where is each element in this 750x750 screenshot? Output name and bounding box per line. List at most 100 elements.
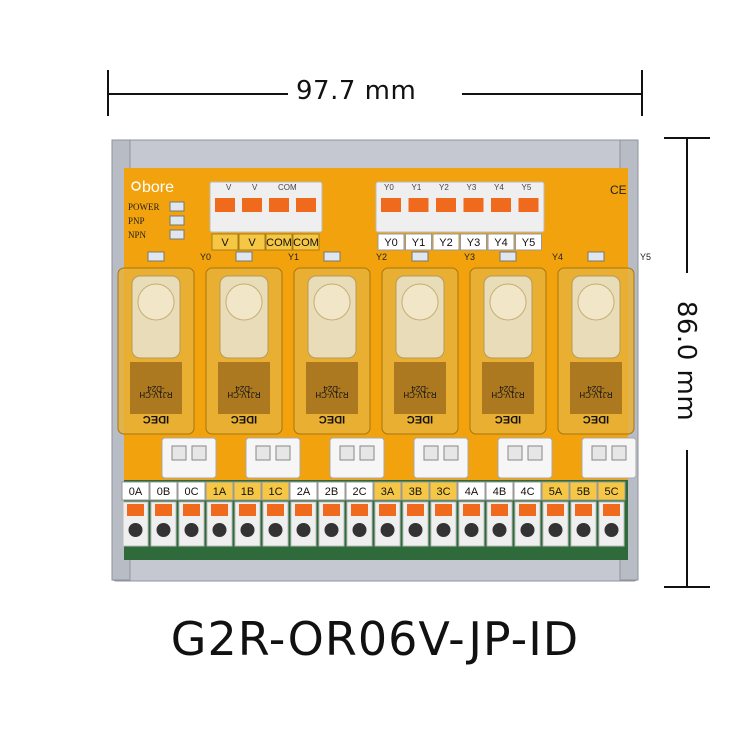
- bottom-terminal-lever: [435, 504, 452, 516]
- relay-led-icon: [411, 251, 429, 262]
- power-terminal-label: V: [248, 237, 256, 249]
- bottom-terminal-hole-icon: [324, 523, 339, 537]
- power-terminal-block: [209, 181, 323, 233]
- bottom-terminal-label-box: [289, 481, 318, 501]
- output-terminal-label: Y2: [439, 237, 452, 249]
- output-terminal-lever: [436, 198, 456, 212]
- width-dimension-right-tick: [641, 70, 643, 116]
- bottom-terminal-label: 1C: [268, 486, 282, 498]
- power-header-label: V: [252, 183, 258, 192]
- brand-text: bore: [142, 179, 174, 196]
- output-terminal-block: [375, 181, 545, 233]
- relay-channel-mark: Y5: [640, 252, 651, 262]
- bottom-terminal-label-box: [457, 481, 486, 501]
- relay-led-icon: [147, 251, 165, 262]
- relay-channel-mark: Y1: [288, 252, 299, 262]
- bottom-terminal-lever: [183, 504, 200, 516]
- bottom-terminal-label: 3C: [436, 486, 450, 498]
- relay-model-label: RJ1V-CH: [403, 390, 437, 399]
- relay-coil-label: -D24: [235, 384, 253, 393]
- output-terminal-label: Y0: [384, 237, 397, 249]
- connector-pin-icon: [527, 445, 543, 461]
- relay-model-label: RJ1V-CH: [139, 390, 173, 399]
- relay-model-label: RJ1V-CH: [579, 390, 613, 399]
- bottom-terminal-lever: [519, 504, 536, 516]
- connector-pin-icon: [191, 445, 207, 461]
- relay-led-icon: [499, 251, 517, 262]
- bottom-terminal-hole-icon: [408, 523, 423, 537]
- power-terminal-label-box: [238, 233, 266, 251]
- width-dimension-left-tick: [107, 70, 109, 116]
- relay-model-label: RJ1V-CH: [315, 390, 349, 399]
- connector-housing: [497, 437, 553, 479]
- power-terminal-label-box: [211, 233, 239, 251]
- bottom-terminal-lever: [603, 504, 620, 516]
- bottom-terminal-label-box: [317, 481, 346, 501]
- relay-brand-label: IDEC: [143, 413, 169, 425]
- bottom-terminal-hole-icon: [380, 523, 395, 537]
- height-dimension-top-tick: [664, 137, 710, 139]
- connector-housing: [161, 437, 217, 479]
- relay-coil-window: [394, 362, 446, 414]
- relay-channel-mark: Y4: [552, 252, 563, 262]
- relay-contact-icon: [313, 283, 351, 321]
- output-terminal-label-box: [487, 233, 515, 251]
- bottom-terminal-hole-icon: [520, 523, 535, 537]
- bottom-terminal-hole-icon: [296, 523, 311, 537]
- bottom-terminal-lever: [155, 504, 172, 516]
- bottom-terminal-label: 4B: [493, 486, 506, 498]
- indicator-label-power: POWER: [128, 202, 160, 212]
- power-terminal-label: COM: [293, 237, 319, 249]
- bottom-terminal-label: 2A: [297, 486, 311, 498]
- bottom-terminal-lever: [239, 504, 256, 516]
- output-terminal-label: Y3: [467, 237, 480, 249]
- relay-brand-label: IDEC: [231, 413, 257, 425]
- output-terminal-lever: [408, 198, 429, 212]
- bottom-terminal-label: 5B: [577, 486, 590, 498]
- relay-coil-label: -D24: [147, 384, 165, 393]
- output-terminal-label-box: [515, 233, 542, 251]
- bottom-terminal-label-box: [485, 481, 514, 501]
- height-dimension-top-line: [686, 138, 688, 273]
- power-terminal-lever: [242, 198, 262, 212]
- connector-housing: [329, 437, 385, 479]
- power-terminal-label: COM: [266, 237, 292, 249]
- bottom-terminal-hole-icon: [436, 523, 451, 537]
- relay-coil-window: [130, 362, 182, 414]
- bottom-terminal-label: 1B: [241, 486, 254, 498]
- bottom-terminal-hole-icon: [492, 523, 507, 537]
- height-dimension-bottom-line: [686, 450, 688, 587]
- connector-pin-icon: [507, 445, 523, 461]
- output-header-label: Y5: [522, 183, 532, 192]
- bottom-terminal-label-box: [261, 481, 290, 501]
- output-terminal-lever: [491, 198, 511, 212]
- bottom-terminal-hole-icon: [268, 523, 283, 537]
- indicator-label-pnp: PNP: [128, 216, 145, 226]
- connector-pin-icon: [611, 445, 627, 461]
- output-terminal-label: Y1: [412, 237, 425, 249]
- bottom-terminal-lever: [295, 504, 312, 516]
- output-terminal-label-box: [432, 233, 460, 251]
- bottom-terminal-lever: [575, 504, 592, 516]
- bottom-terminal-hole-icon: [240, 523, 255, 537]
- connector-housing: [245, 437, 301, 479]
- relay-model-label: RJ1V-CH: [491, 390, 525, 399]
- bottom-terminal-label: 0A: [129, 486, 143, 498]
- bottom-terminal-label: 4A: [465, 486, 479, 498]
- width-dimension-right-line: [462, 93, 642, 95]
- output-terminal-label-box: [460, 233, 487, 251]
- power-terminal-label-box: [292, 233, 320, 251]
- relay-contact-icon: [489, 283, 527, 321]
- output-header-label: Y2: [439, 183, 449, 192]
- bottom-terminal-label-box: [401, 481, 430, 501]
- bottom-terminal-label-box: [373, 481, 402, 501]
- bottom-terminal-lever: [491, 504, 508, 516]
- output-header-label: Y3: [467, 183, 477, 192]
- bottom-terminal-hole-icon: [156, 523, 171, 537]
- din-rail-top: [111, 139, 639, 171]
